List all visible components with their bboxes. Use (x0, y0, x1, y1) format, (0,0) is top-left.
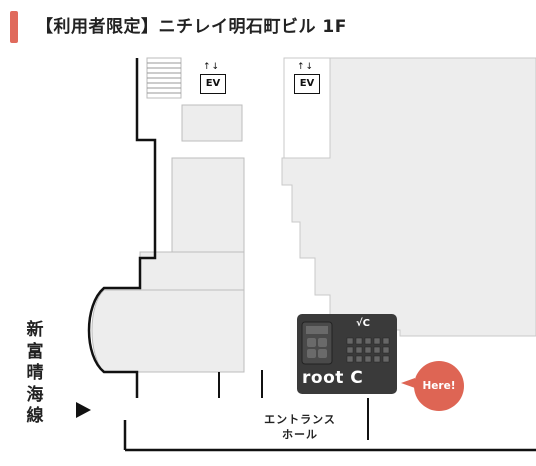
triangle-right-icon (76, 402, 91, 418)
stairs (146, 57, 182, 99)
page-title: 【利用者限定】ニチレイ明石町ビル 1F (36, 17, 347, 37)
outer-wall (87, 58, 157, 398)
shop-panel-graphic (301, 321, 390, 365)
ev-hall-right (283, 57, 331, 159)
here-marker-tail (401, 378, 415, 388)
here-marker: Here! (414, 361, 464, 411)
title-accent-bar (10, 11, 18, 43)
building-block-center-lower (91, 289, 245, 373)
shop-name: root C (302, 368, 364, 388)
ev-right-arrows: ↑↓ (297, 62, 315, 72)
ev-left-arrows: ↑↓ (203, 62, 221, 72)
ev-left-label: EV (200, 74, 226, 94)
building-block-center-middle (139, 251, 245, 293)
road-label: 新 富 晴 海 線 (26, 320, 44, 426)
entrance-hall-label: エントランス ホール (264, 413, 336, 441)
building-block-center-upper (171, 157, 245, 255)
ev-hall-left-room (181, 104, 243, 142)
ev-right-label: EV (294, 74, 320, 94)
building-block-right (281, 57, 536, 337)
shop-logo: √C (356, 318, 371, 329)
